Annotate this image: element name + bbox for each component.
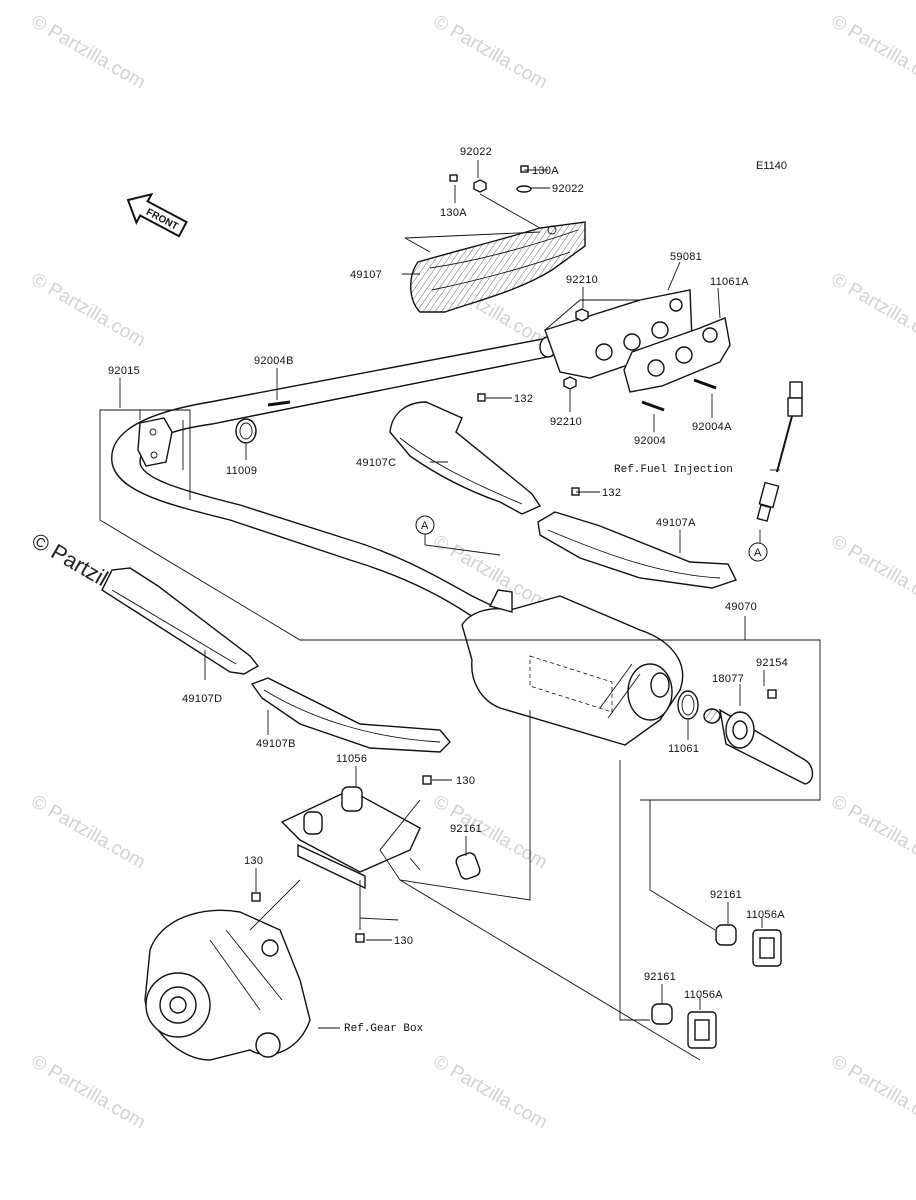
part-label-92210: 92210 [566,274,598,286]
part-label-59081: 59081 [670,251,702,263]
stud-92004 [641,400,665,412]
heat-shield-49107d [101,567,260,675]
heat-shield-49107b [250,677,451,753]
ref-fuel-injection-label: Ref.Fuel Injection [614,464,733,476]
spark-arrestor-18077 [703,708,814,785]
part-label-11056a: 11056A [684,989,723,1001]
mount-11056a-b [687,1011,717,1049]
watermark: © Partzilla.com [828,269,916,351]
nut-92210-bottom [563,376,577,390]
part-label-49107: 49107 [350,269,382,281]
part-label-49107c: 49107C [356,457,396,469]
diagram-code: E1140 [756,160,787,172]
exhaust-manifold-59081 [544,289,693,379]
leader-lines [99,160,821,1061]
part-label-11061a: 11061A [710,276,749,288]
part-label-92210: 92210 [550,416,582,428]
bolt-92154 [767,689,777,699]
rubber-92161-a [455,852,481,880]
watermark: © Partzilla.com [28,791,149,873]
part-label-92022: 92022 [460,146,492,158]
gear-box [144,909,311,1061]
part-label-92004: 92004 [634,435,666,447]
part-label-92161: 92161 [710,889,742,901]
front-arrow-icon: FRONT [126,192,188,238]
watermark: © Partzilla.com [430,791,551,873]
gasket-11009 [235,418,257,444]
mount-11056a-a [752,929,782,967]
part-label-92004b: 92004B [254,355,294,367]
watermark: © Partzilla.com [430,11,551,93]
connector-marker-a: A [415,515,435,535]
watermark: © Partzilla.com [828,1051,916,1133]
bolt-130a-top [520,165,529,173]
part-label-132: 132 [602,487,621,499]
bolt-130-b [251,892,261,902]
part-label-11061: 11061 [668,743,699,755]
svg-text:A: A [421,520,429,532]
part-label-11056: 11056 [336,753,367,765]
part-label-11056a: 11056A [746,909,785,921]
gasket-11061 [677,690,699,720]
gasket-11061a [623,317,731,393]
watermark: © Partzilla.com [828,531,916,613]
o2-sensor [756,381,803,522]
part-label-130: 130 [394,935,413,947]
watermark: © Partzilla.com [430,1051,551,1133]
bolt-132-b [571,487,580,496]
nut-92210-top [575,308,589,322]
watermark: © Partzilla.com [28,269,149,351]
part-label-92015: 92015 [108,365,140,377]
stud-92004a [693,378,717,390]
heat-shield-49107 [410,221,586,313]
part-label-92161: 92161 [644,971,676,983]
part-label-92161: 92161 [450,823,482,835]
washer-92022-right [516,185,532,193]
part-label-11009: 11009 [226,465,257,477]
exhaust-pipe [111,336,557,632]
part-label-132: 132 [514,393,533,405]
part-label-18077: 18077 [712,673,744,685]
bolt-130a-left [449,174,458,182]
bolt-130-c [355,933,365,943]
part-label-49107d: 49107D [182,693,222,705]
watermark: © Partzilla.com [28,11,149,93]
washer-92022-top [473,179,487,193]
heat-shield-49107a [537,511,737,589]
part-label-92004a: 92004A [692,421,732,433]
bolt-130-a [422,775,432,785]
ref-gear-box-label: Ref.Gear Box [344,1023,424,1035]
muffler-49070 [461,589,684,746]
stud-92004b [267,400,291,407]
part-label-130a: 130A [532,165,559,177]
part-labels: 92022 130A 130A 92022 49107 59081 11061A… [108,146,788,1001]
part-label-130: 130 [244,855,263,867]
watermark: © Partzilla.com [828,791,916,873]
muffler-bracket [280,786,421,890]
watermark: © Partzilla.com [828,11,916,93]
heat-shield-49107c [389,401,542,515]
rubber-92161-b [715,924,737,946]
watermark: © Partzilla.com [28,1051,149,1133]
part-label-92022: 92022 [552,183,584,195]
svg-text:A: A [754,547,762,559]
part-label-130: 130 [456,775,475,787]
part-label-92154: 92154 [756,657,788,669]
rubber-92161-c [651,1003,673,1025]
bolt-132-a [477,393,486,402]
part-label-49107b: 49107B [256,738,296,750]
part-label-49070: 49070 [725,601,757,613]
part-label-130a: 130A [440,207,467,219]
connector-marker-a: A [748,542,768,562]
part-label-49107a: 49107A [656,517,696,529]
